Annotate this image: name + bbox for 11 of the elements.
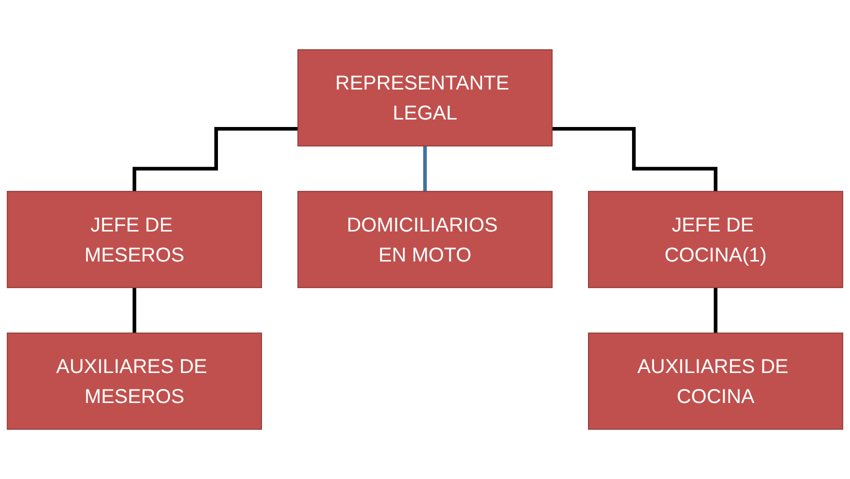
node-box: JEFE DE MESEROS <box>6 190 262 288</box>
connector <box>423 144 427 194</box>
node-box: AUXILIARES DE COCINA <box>588 332 844 430</box>
node-box: JEFE DE COCINA(1) <box>588 190 844 288</box>
node-box: REPRESENTANTE LEGAL <box>297 49 553 146</box>
connector <box>132 286 136 335</box>
connector <box>132 127 298 194</box>
node-box: DOMICILIARIOS EN MOTO <box>297 190 553 288</box>
node-box: AUXILIARES DE MESEROS <box>6 332 262 430</box>
connector <box>552 127 718 194</box>
connector <box>714 286 718 335</box>
